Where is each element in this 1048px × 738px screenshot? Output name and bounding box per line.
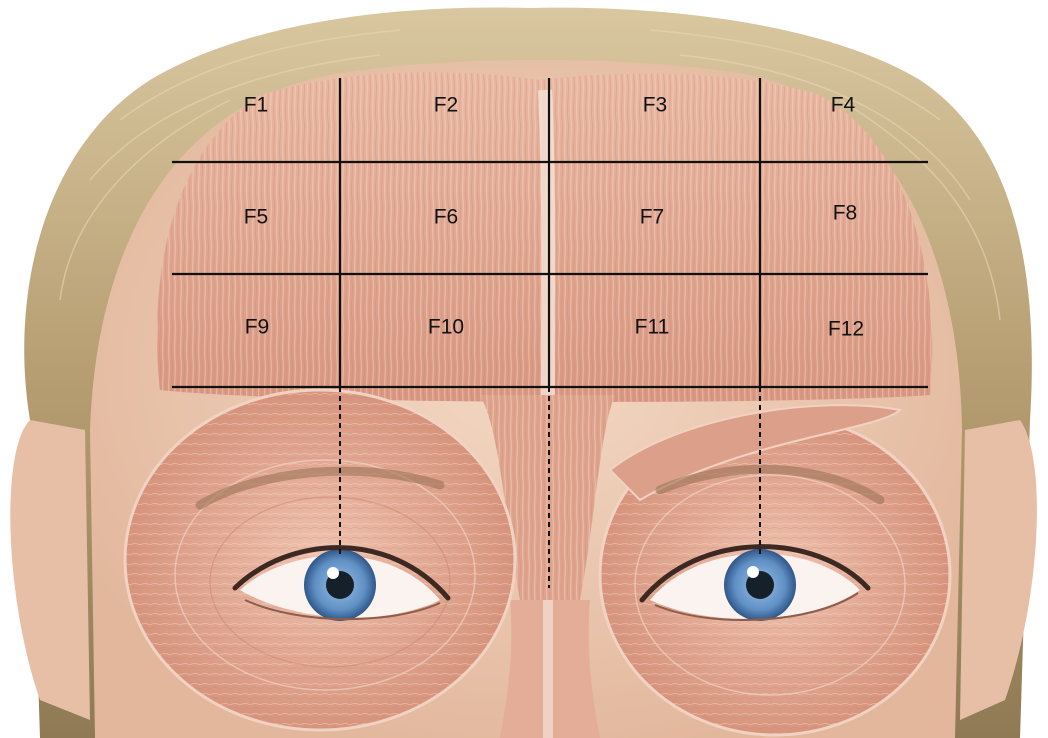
zone-label-f4: F4 [831,94,856,117]
zone-label-f2: F2 [434,94,459,117]
zone-label-f10: F10 [428,316,464,339]
zone-label-f5: F5 [244,206,269,229]
zone-label-f7: F7 [640,206,665,229]
zone-label-f1: F1 [244,94,269,117]
zone-label-f8: F8 [833,202,858,225]
zone-label-f11: F11 [635,316,670,339]
zone-label-f12: F12 [828,318,864,341]
zone-label-f3: F3 [643,94,668,117]
zone-label-f6: F6 [434,206,459,229]
zone-label-f9: F9 [245,316,270,339]
